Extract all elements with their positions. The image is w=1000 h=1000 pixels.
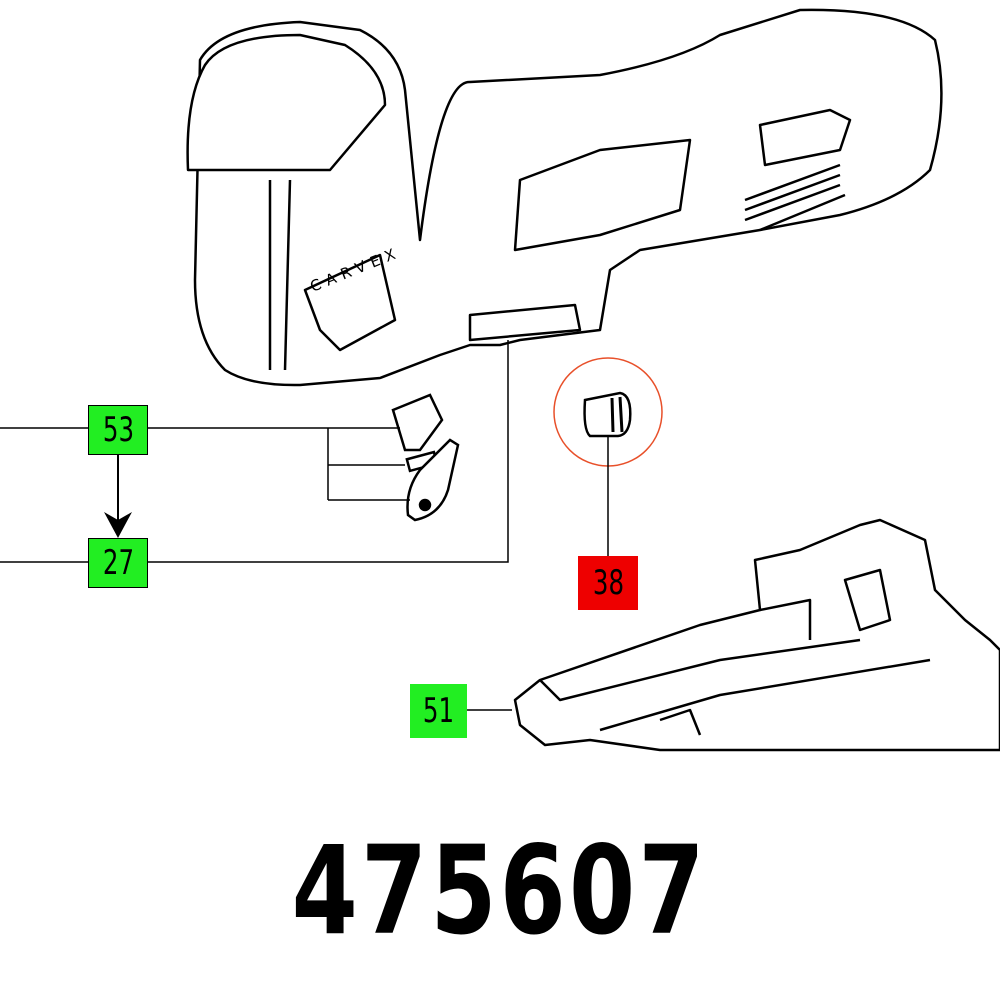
callout-53[interactable]: 53 xyxy=(88,405,148,455)
arrow-53-to-27 xyxy=(104,512,132,538)
callout-label: 27 xyxy=(102,543,134,583)
motor-panel xyxy=(513,138,692,252)
callout-label: 38 xyxy=(592,563,624,603)
switch-parts xyxy=(391,393,460,522)
leader-lines xyxy=(0,340,609,711)
part-51-base xyxy=(513,518,1000,752)
front-lower xyxy=(268,179,397,371)
callout-27[interactable]: 27 xyxy=(88,538,148,588)
callout-label: 53 xyxy=(102,410,134,450)
switch-slot xyxy=(468,303,582,342)
grip-ribs xyxy=(744,163,846,232)
front-cap xyxy=(186,33,387,172)
grip-vent xyxy=(758,108,852,167)
part-38-button xyxy=(583,391,632,438)
callout-label: 51 xyxy=(422,691,455,731)
part-number-text: 475607 xyxy=(291,820,708,962)
callout-51[interactable]: 51 xyxy=(410,684,467,738)
callout-38[interactable]: 38 xyxy=(578,556,638,610)
part-number: 475607 xyxy=(0,820,1000,962)
